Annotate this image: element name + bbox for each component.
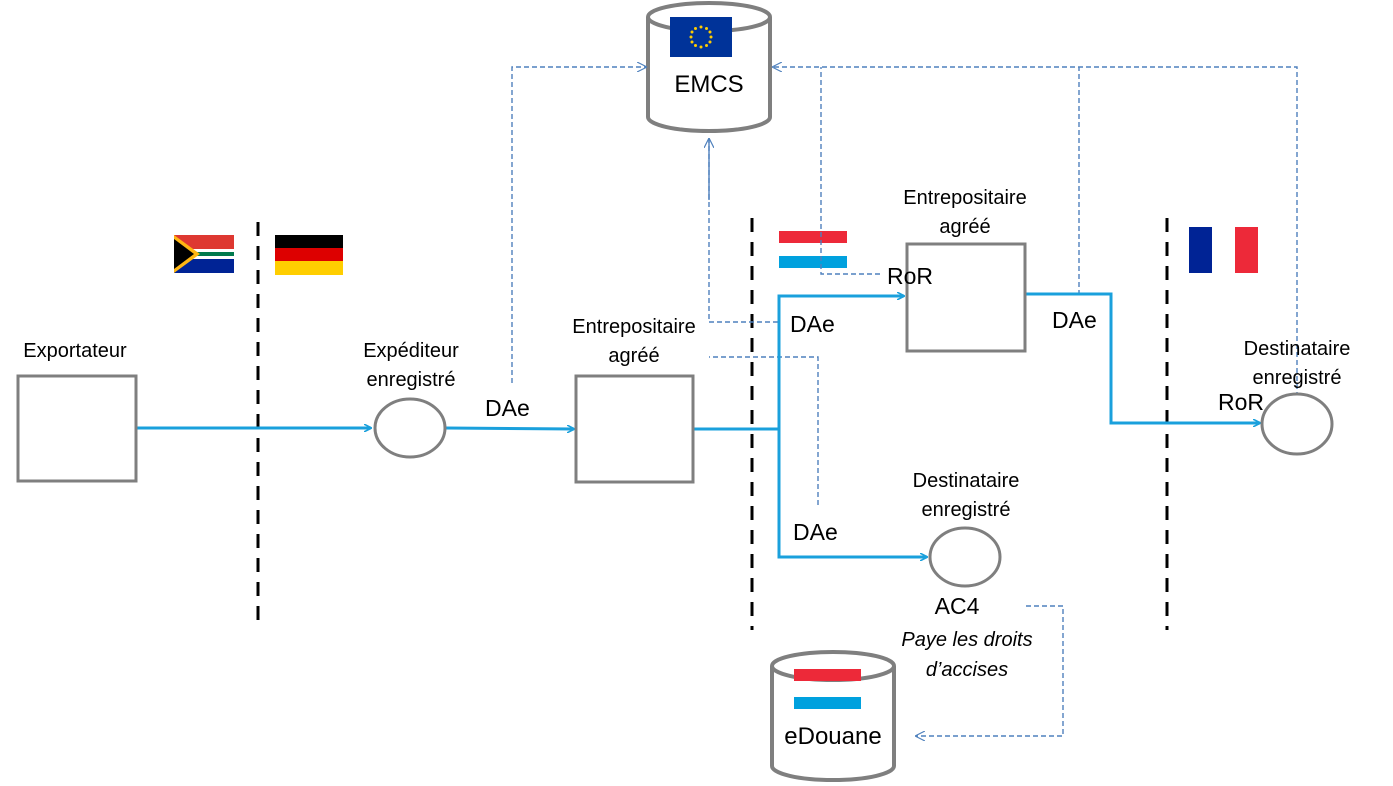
entrepositaire-lu-label-line1: Entrepositaire [903, 187, 1026, 209]
entrepositaire-lu-box [905, 242, 1027, 353]
entrepositaire-de-label-line1: Entrepositaire [572, 316, 695, 338]
destinataire-lu-circle [928, 526, 1002, 588]
exportateur-label: Exportateur [23, 340, 127, 362]
edge-label-ac4: AC4 [935, 593, 980, 619]
entrepositaire-lu-label-line2: agréé [939, 216, 990, 238]
expediteur-circle [373, 397, 447, 459]
entrepositaire-de-label-line2: agréé [608, 345, 659, 367]
destinataire-lu-label-line2: enregistré [922, 499, 1011, 521]
emcs-database: EMCS [646, 1, 772, 133]
edouane-database: eDouane [770, 650, 896, 782]
edge-label-dae-4: DAe [793, 519, 838, 545]
germany-flag-icon [275, 235, 343, 275]
dashed-ac4-to-edouane [916, 605, 1064, 736]
entrepositaire-de-box [574, 374, 695, 484]
dashed-flows [511, 67, 1298, 736]
excise-note-line2: d’accises [926, 659, 1008, 681]
dashed-destinataire-lu-to-emcs [709, 356, 819, 505]
destinataire-fr-circle [1260, 392, 1334, 456]
dashed-destinataire-fr-to-emcs [773, 67, 1298, 397]
expediteur-label-line2: enregistré [367, 369, 456, 391]
emcs-label: EMCS [674, 71, 743, 98]
south-africa-flag-icon [174, 235, 234, 273]
edge-label-dae-2: DAe [790, 311, 835, 337]
edge-label-ror-1: RoR [887, 263, 933, 289]
edouane-label: eDouane [784, 723, 881, 750]
exportateur-box [16, 374, 138, 483]
european-union-flag-icon [670, 17, 732, 57]
luxembourg-flag-icon [779, 231, 847, 268]
expediteur-label-line1: Expéditeur [363, 340, 459, 362]
flow-to-destinataire-lu [777, 429, 927, 557]
edouane-flag-red [794, 669, 861, 681]
dashed-expediteur-to-emcs [511, 67, 646, 383]
france-flag-icon [1189, 227, 1258, 273]
destinataire-fr-label-line2: enregistré [1253, 367, 1342, 389]
destinataire-fr-label-line1: Destinataire [1244, 338, 1351, 360]
excise-note-line1: Paye les droits [901, 629, 1032, 651]
dashed-ror-lu [820, 67, 880, 275]
edge-label-ror-2: RoR [1218, 389, 1264, 415]
flow-to-entrepositaire-lu [777, 296, 904, 429]
flow-to-destinataire-fr [1025, 292, 1260, 423]
product-flows [137, 294, 1260, 557]
edouane-flag-blue [794, 697, 861, 709]
destinataire-lu-label-line1: Destinataire [913, 470, 1020, 492]
edge-label-dae-1: DAe [485, 395, 530, 421]
dashed-entrepositaire-to-emcs [708, 138, 778, 323]
flow-expediteur-entrepositaire [445, 428, 574, 429]
edge-label-dae-3: DAe [1052, 307, 1097, 333]
